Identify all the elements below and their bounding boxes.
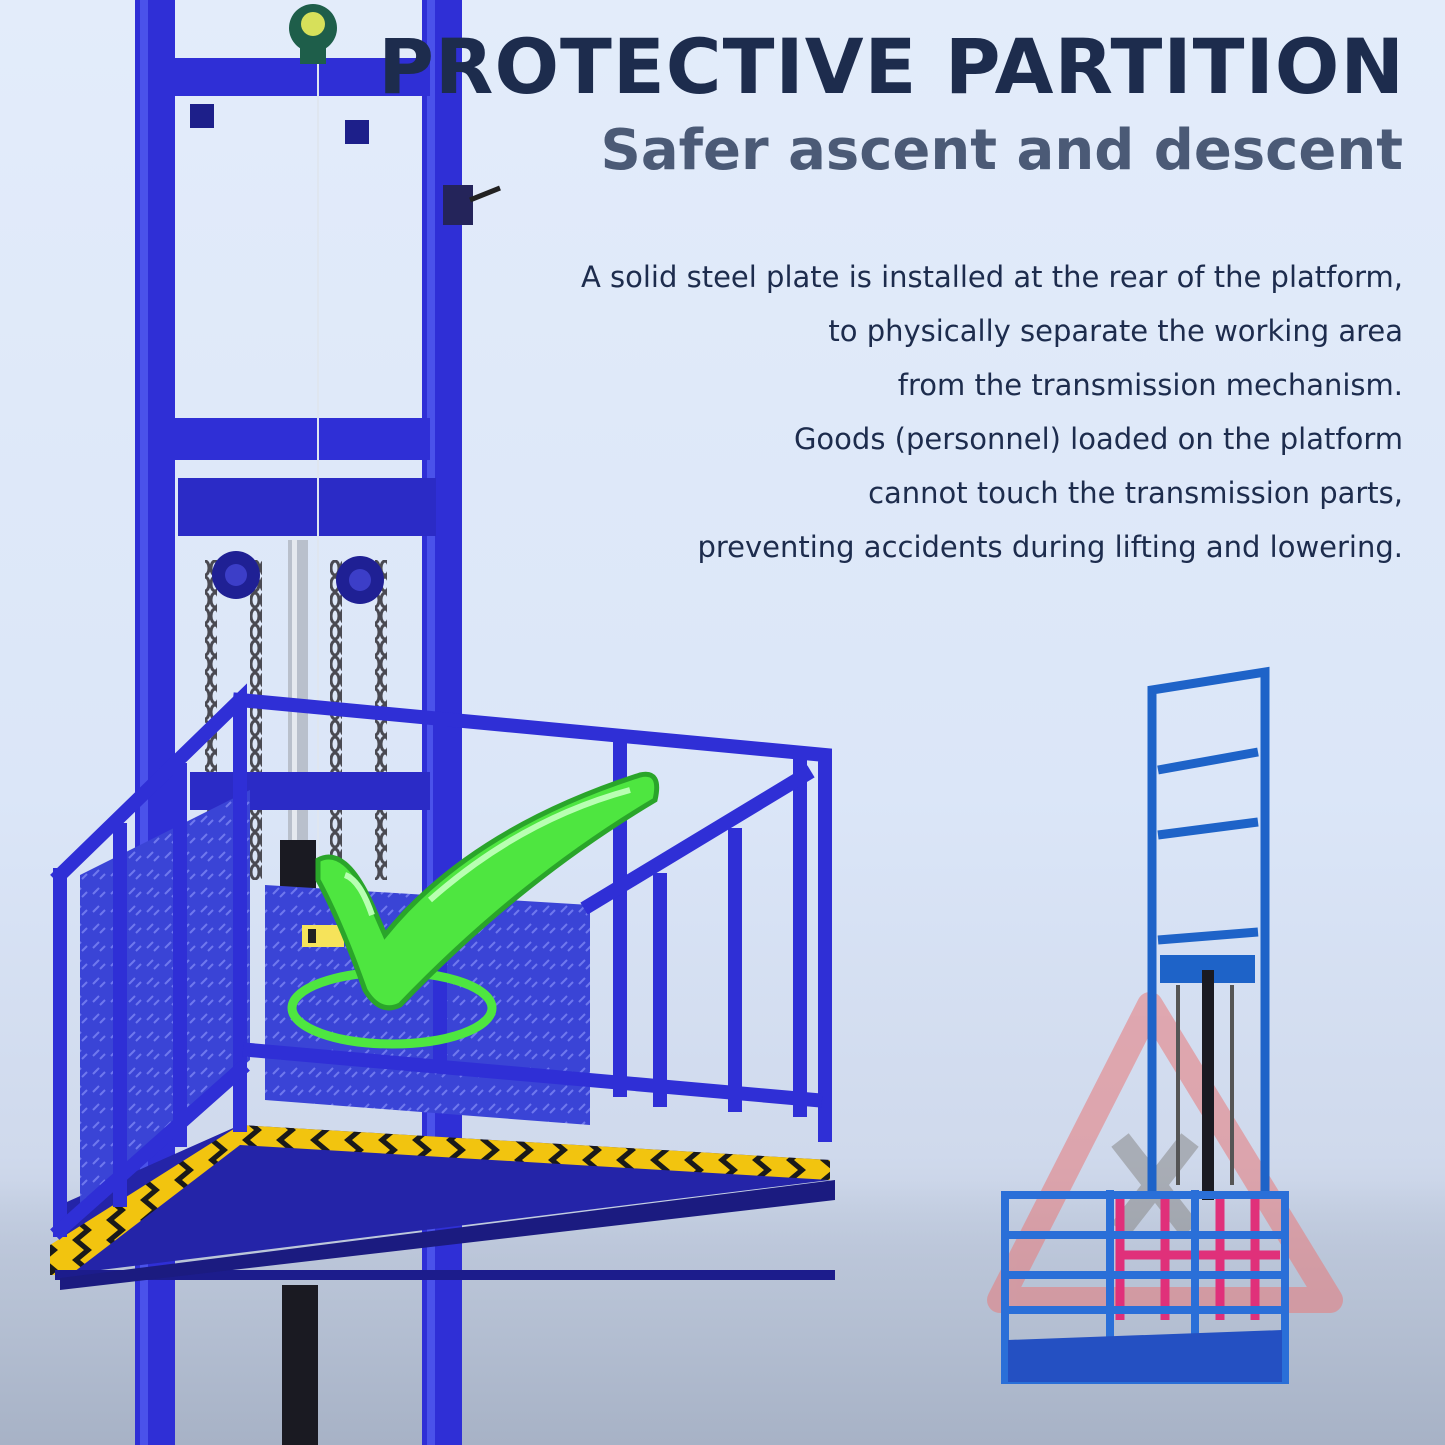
description-line: Goods (personnel) loaded on the platform [793, 422, 1403, 456]
transmission-mechanism [190, 540, 430, 1445]
description-line: from the transmission mechanism. [897, 368, 1403, 402]
description-line: cannot touch the transmission parts, [868, 476, 1403, 510]
checkmark-icon [287, 771, 660, 1049]
lift-platform [50, 1125, 835, 1290]
page-title: PROTECTIVE PARTITION [378, 22, 1405, 111]
description-text: A solid steel plate is installed at the … [503, 250, 1403, 574]
guardrail [50, 683, 832, 1240]
tension-gauge-icon [289, 4, 337, 900]
description-line: to physically separate the working area [828, 314, 1403, 348]
description-line: A solid steel plate is installed at the … [580, 260, 1403, 294]
small-lift-illustration [1001, 666, 1289, 1384]
description-line: preventing accidents during lifting and … [697, 530, 1403, 564]
page-subtitle: Safer ascent and descent [600, 118, 1403, 183]
lift-mast [135, 0, 501, 1445]
